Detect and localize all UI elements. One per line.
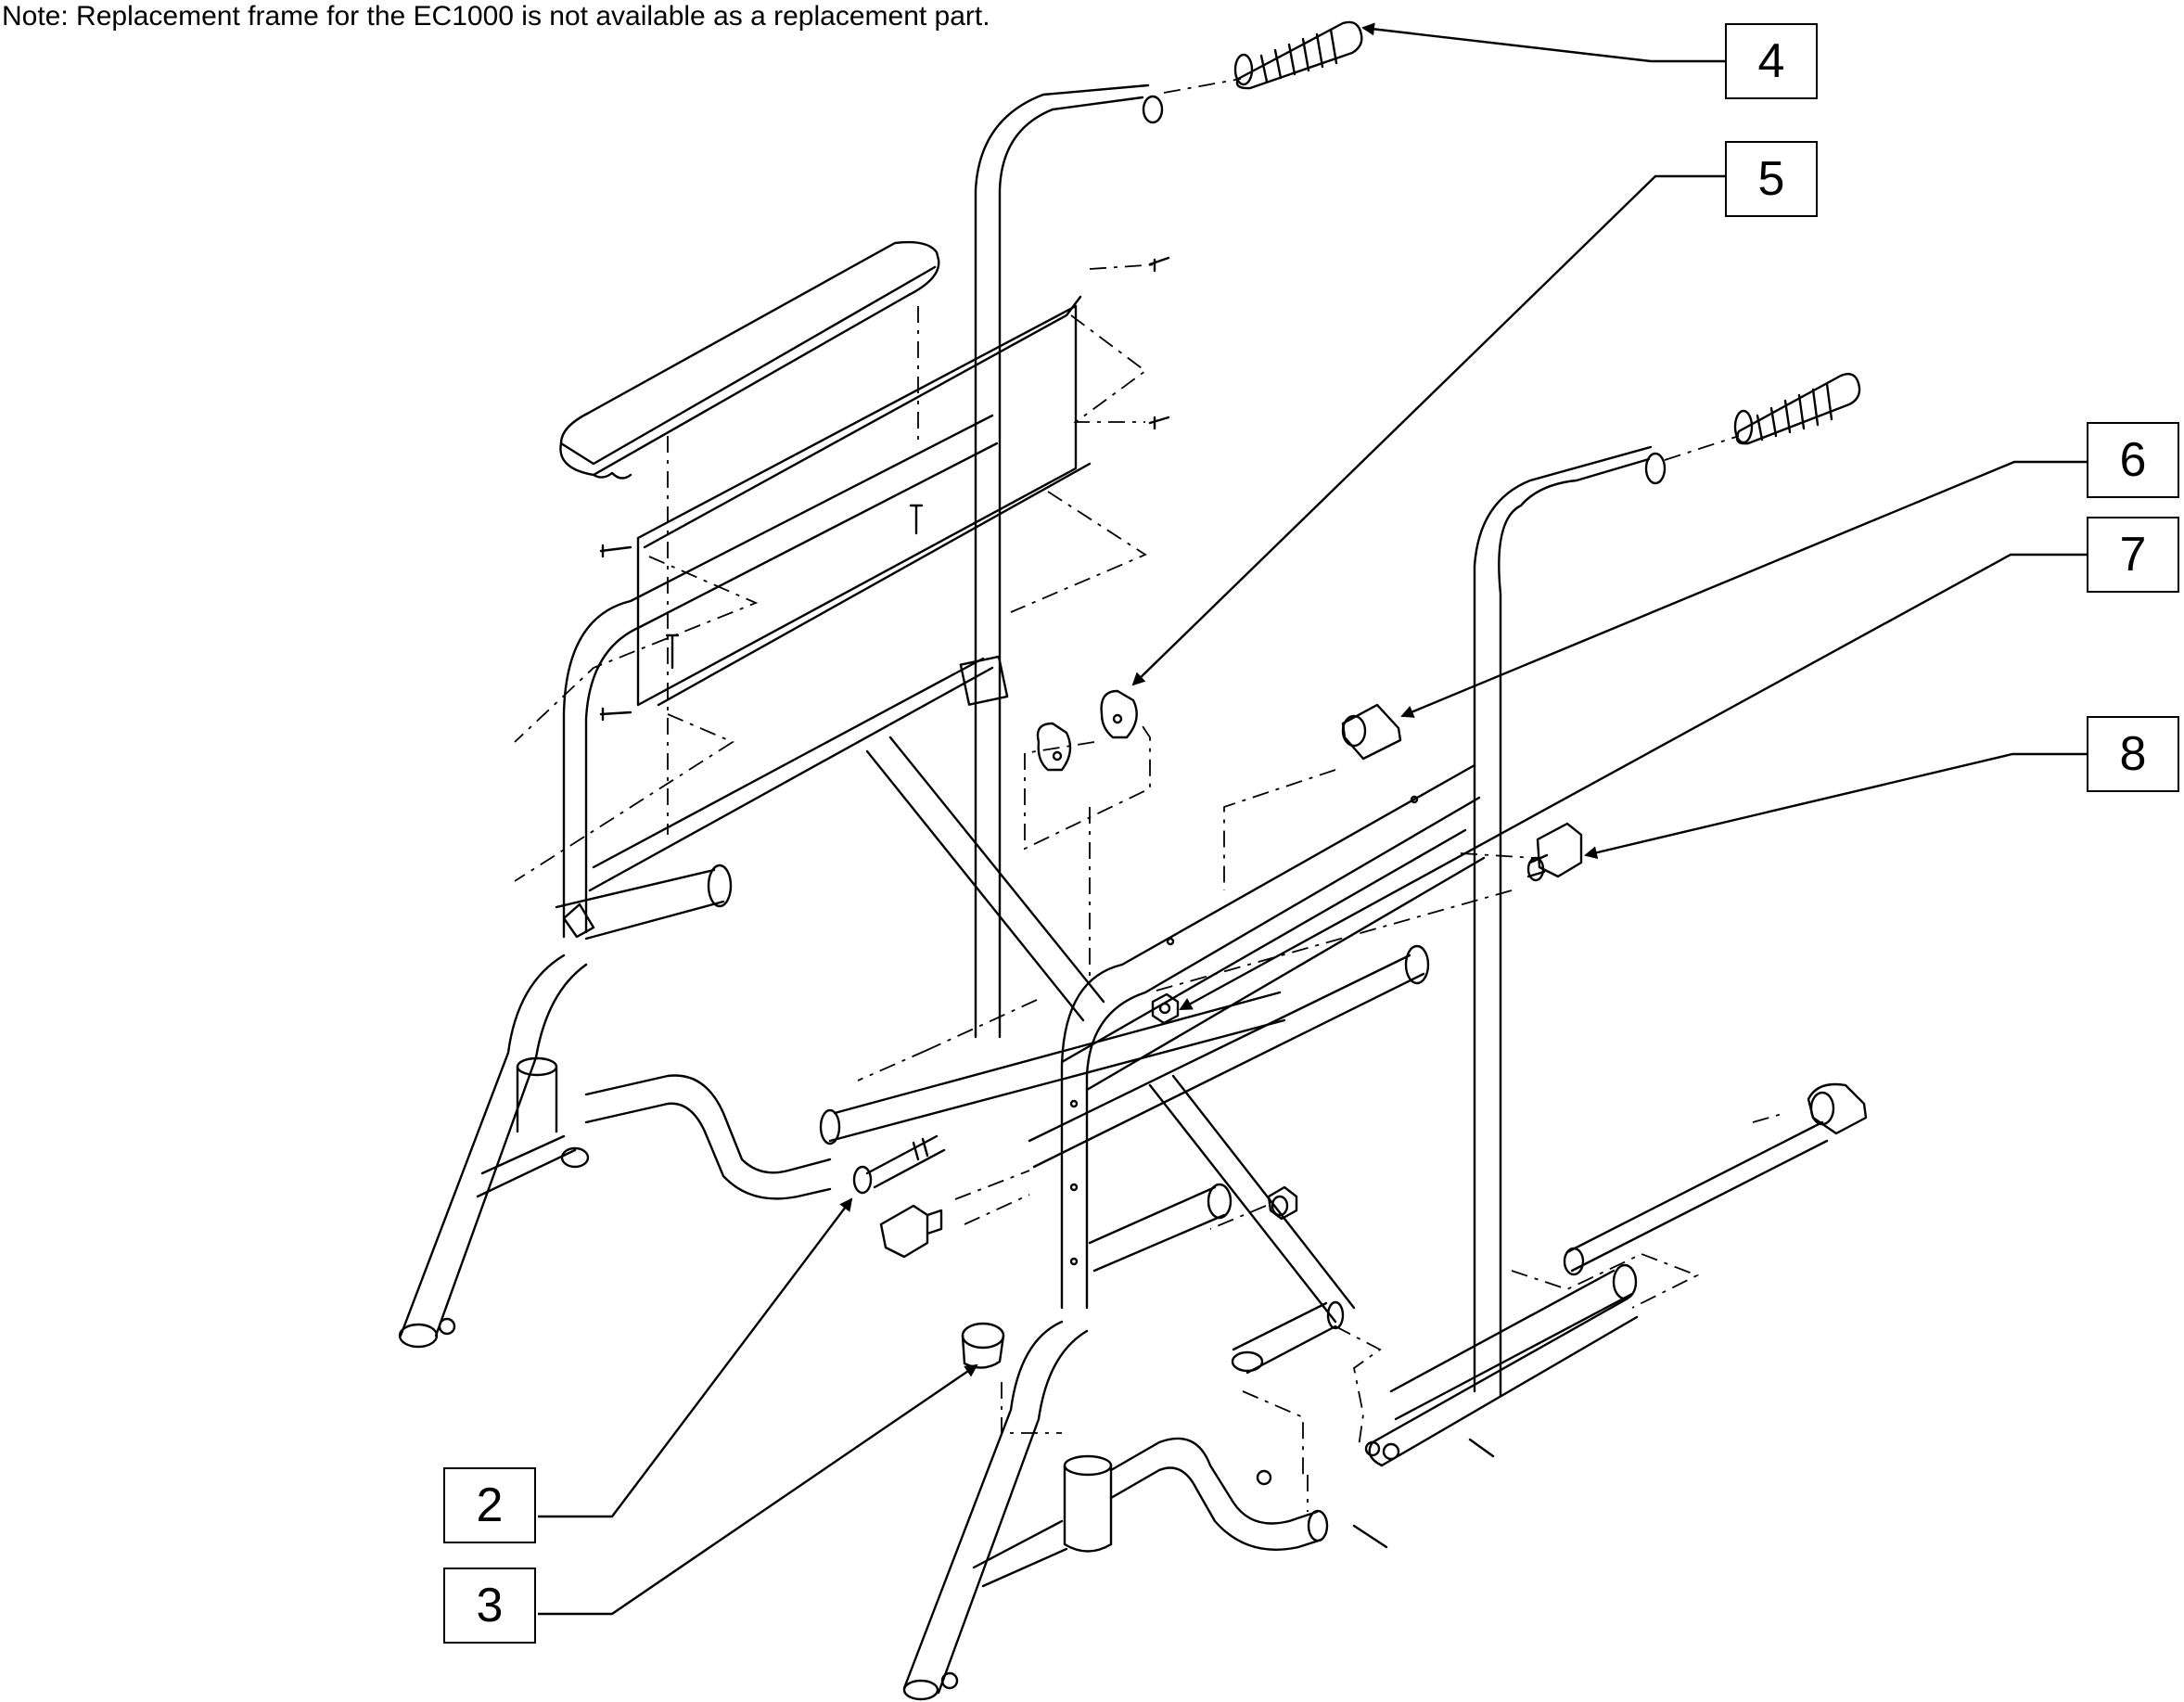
bumper-caps bbox=[1036, 689, 1138, 772]
clip-part8 bbox=[1526, 822, 1583, 882]
rear-lower-frame bbox=[1368, 1297, 1639, 1467]
bushing bbox=[1341, 703, 1402, 761]
arm-plate bbox=[636, 295, 1092, 707]
callout-6: 6 bbox=[2087, 422, 2179, 498]
handgrip-lower bbox=[1733, 372, 1861, 445]
leg-cap bbox=[961, 1322, 1005, 1369]
cross-brace bbox=[819, 736, 1356, 1324]
axle-pin bbox=[852, 1134, 946, 1195]
replacement-note: Note: Replacement frame for the EC1000 i… bbox=[2, 1, 990, 32]
assembly-lines bbox=[514, 78, 1786, 1512]
screws bbox=[599, 256, 1495, 1549]
rear-tube-cap bbox=[1563, 1082, 1868, 1276]
callout-4: 4 bbox=[1725, 23, 1818, 99]
callout-2: 2 bbox=[443, 1467, 536, 1543]
grommet-small bbox=[1267, 1185, 1298, 1221]
right-side-frame bbox=[902, 445, 1667, 1701]
callout-5: 5 bbox=[1725, 141, 1818, 217]
nut-part7 bbox=[1151, 992, 1180, 1025]
clip-lower bbox=[879, 1204, 943, 1259]
handgrip-upper bbox=[1233, 20, 1363, 90]
leader-lines bbox=[538, 22, 2087, 1616]
armrest-pad bbox=[559, 240, 940, 480]
callout-7: 7 bbox=[2087, 517, 2179, 593]
callout-8: 8 bbox=[2087, 716, 2179, 792]
callout-3: 3 bbox=[443, 1568, 536, 1644]
left-side-frame bbox=[398, 83, 1164, 1349]
